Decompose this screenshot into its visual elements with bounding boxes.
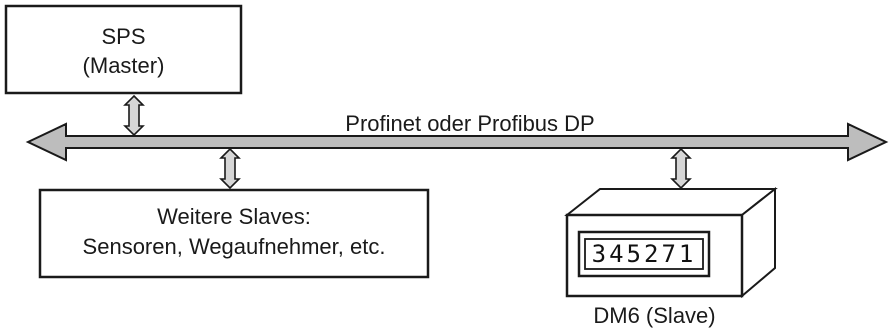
dm6-display-value: 345271 [591, 240, 697, 268]
sps-master-box [4, 4, 243, 95]
dm6-caption: DM6 (Slave) [593, 303, 716, 328]
sps-subtitle: (Master) [82, 53, 165, 78]
dm6-device-top [564, 188, 778, 216]
sps-connector-arrow [123, 94, 145, 137]
sps-title: SPS [101, 24, 146, 49]
dm6-connector-arrow [670, 147, 692, 190]
bus-label: Profinet oder Profibus DP [345, 111, 595, 136]
dm6-display-window [584, 238, 704, 270]
slaves-title: Weitere Slaves: [157, 204, 311, 229]
other-slaves-box [38, 188, 430, 279]
slaves-subtitle: Sensoren, Wegaufnehmer, etc. [82, 234, 386, 259]
bus-double-arrow [25, 122, 889, 162]
slaves-connector-arrow [219, 147, 241, 190]
